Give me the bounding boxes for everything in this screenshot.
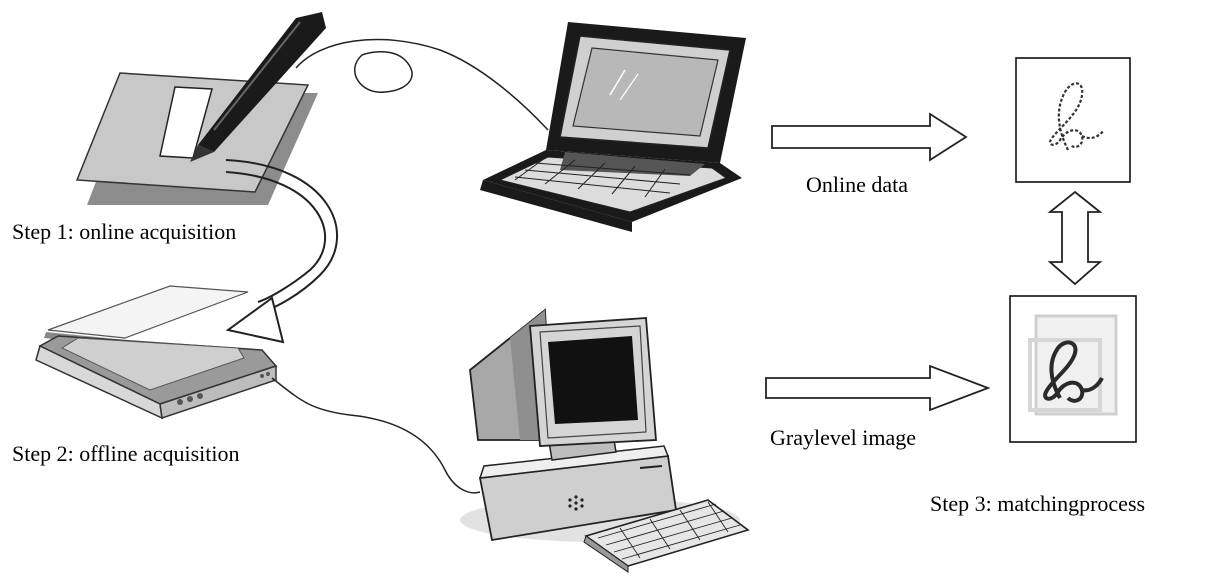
step3-label: Step 3: matchingprocess [930, 491, 1146, 516]
offline-handwriting-sample-icon [1009, 295, 1137, 443]
laptop-icon [480, 22, 746, 232]
matching-double-arrow [1047, 190, 1103, 286]
step2-label: Step 2: offline acquisition [12, 441, 240, 466]
online-data-arrow [771, 112, 968, 162]
desktop-computer-icon [460, 308, 750, 573]
graylevel-image-arrow [765, 364, 991, 412]
online-handwriting-sample-icon [1015, 57, 1131, 183]
tablet-with-pen-icon [75, 12, 326, 205]
step1-label: Step 1: online acquisition [12, 219, 237, 244]
online-data-label: Online data [806, 172, 909, 197]
graylevel-image-label: Graylevel image [770, 425, 916, 450]
flatbed-scanner-icon [35, 285, 278, 420]
